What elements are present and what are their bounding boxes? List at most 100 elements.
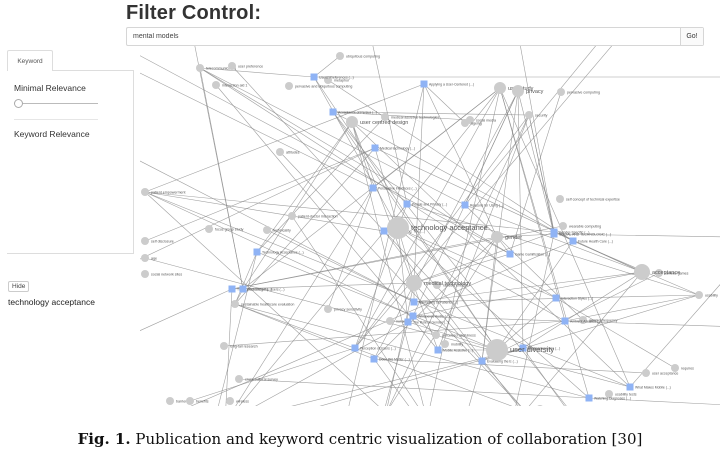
hub-keyword-node[interactable] xyxy=(491,231,503,243)
graph-edge xyxy=(332,111,498,351)
publication-node[interactable] xyxy=(310,73,318,81)
publication-node[interactable] xyxy=(351,344,359,352)
keyword-node[interactable] xyxy=(226,397,234,405)
keyword-node[interactable] xyxy=(285,82,293,90)
publication-node[interactable] xyxy=(420,80,428,88)
publication-node[interactable] xyxy=(380,227,388,235)
graph-edge xyxy=(397,227,566,322)
graph-edge xyxy=(553,231,643,273)
publication-label: Mobile Assistive (...) xyxy=(443,349,473,353)
hub-keyword-node[interactable] xyxy=(494,82,506,94)
panel-divider xyxy=(14,119,98,120)
publication-node[interactable] xyxy=(434,346,442,354)
graph-edge xyxy=(629,284,720,388)
hub-keyword-node[interactable] xyxy=(406,275,422,291)
graph-edge xyxy=(140,72,374,189)
keyword-node[interactable] xyxy=(441,340,449,348)
keyword-node[interactable] xyxy=(525,111,533,119)
search-input[interactable] xyxy=(127,28,680,45)
keyword-node[interactable] xyxy=(263,226,271,234)
keyword-node[interactable] xyxy=(220,342,228,350)
keyword-node[interactable] xyxy=(141,254,149,262)
keyword-node[interactable] xyxy=(196,64,204,72)
keyword-node[interactable] xyxy=(432,331,440,339)
publication-node[interactable] xyxy=(239,285,247,293)
publication-node[interactable] xyxy=(404,318,412,326)
publication-node[interactable] xyxy=(329,108,337,116)
tab-keyword[interactable]: Keyword xyxy=(7,50,53,71)
keyword-label: barriers xyxy=(176,400,188,404)
keyword-node[interactable] xyxy=(288,212,296,220)
hub-keyword-node[interactable] xyxy=(512,85,524,97)
keyword-node[interactable] xyxy=(276,148,284,156)
hub-keyword-node[interactable] xyxy=(387,217,409,239)
publication-node[interactable] xyxy=(552,294,560,302)
keyword-node[interactable] xyxy=(386,317,394,325)
keyword-node[interactable] xyxy=(433,281,441,289)
publication-node[interactable] xyxy=(370,355,378,363)
keyword-node[interactable] xyxy=(671,364,679,372)
keyword-node[interactable] xyxy=(336,52,344,60)
keyword-node[interactable] xyxy=(461,119,469,127)
graph-edge xyxy=(387,282,415,406)
keyword-node[interactable] xyxy=(695,291,703,299)
graph-edge xyxy=(242,121,353,290)
publication-node[interactable] xyxy=(569,237,577,245)
keyword-node[interactable] xyxy=(605,390,613,398)
graph-edge xyxy=(555,297,676,369)
keyword-node[interactable] xyxy=(642,369,650,377)
keyword-node[interactable] xyxy=(536,405,544,406)
publication-node[interactable] xyxy=(626,383,634,391)
publication-node[interactable] xyxy=(403,200,411,208)
publication-node[interactable] xyxy=(561,317,569,325)
graph-edge xyxy=(332,111,567,406)
graph-edge xyxy=(319,347,524,406)
keyword-label: patient empowerment xyxy=(151,191,186,195)
keyword-label: wearable computing xyxy=(569,225,601,229)
publication-node[interactable] xyxy=(410,298,418,306)
publication-node[interactable] xyxy=(461,201,469,209)
keyword-node[interactable] xyxy=(228,62,236,70)
keyword-node[interactable] xyxy=(141,188,149,196)
publication-label: Acceptance of Persua (...) xyxy=(338,111,377,115)
keyword-node[interactable] xyxy=(141,270,149,278)
publication-node[interactable] xyxy=(478,357,486,365)
keyword-node[interactable] xyxy=(186,397,194,405)
hub-keyword-node[interactable] xyxy=(346,116,358,128)
keyword-node[interactable] xyxy=(324,305,332,313)
keyword-node[interactable] xyxy=(559,222,567,230)
graph-edge xyxy=(144,147,376,242)
keyword-node[interactable] xyxy=(166,397,174,405)
publication-node[interactable] xyxy=(519,344,527,352)
publication-label: Navigating to Patients (...) xyxy=(419,301,458,305)
publication-node[interactable] xyxy=(371,144,379,152)
keyword-node[interactable] xyxy=(557,88,565,96)
keyword-node[interactable] xyxy=(205,225,213,233)
minimal-relevance-slider-handle[interactable] xyxy=(14,99,23,108)
publication-node[interactable] xyxy=(585,394,593,402)
edges xyxy=(140,46,720,406)
publication-node[interactable] xyxy=(228,285,236,293)
publication-node[interactable] xyxy=(253,248,261,256)
keyword-node[interactable] xyxy=(556,195,564,203)
keyword-label: cross-cultural survey xyxy=(245,378,278,382)
hub-keyword-node[interactable] xyxy=(634,264,650,280)
go-button[interactable]: Go! xyxy=(680,28,703,45)
keyword-node[interactable] xyxy=(655,269,663,277)
keyword-node[interactable] xyxy=(141,237,149,245)
publication-node[interactable] xyxy=(550,228,558,236)
publication-node[interactable] xyxy=(369,184,377,192)
keyword-node[interactable] xyxy=(579,316,587,324)
keyword-node[interactable] xyxy=(324,76,332,84)
publication-node[interactable] xyxy=(409,312,417,320)
publication-node[interactable] xyxy=(506,250,514,258)
hide-button[interactable]: Hide xyxy=(8,281,30,292)
keyword-node[interactable] xyxy=(235,375,243,383)
graph-edge xyxy=(372,46,408,205)
keyword-node[interactable] xyxy=(231,300,239,308)
keyword-node[interactable] xyxy=(212,81,220,89)
minimal-relevance-slider-track[interactable] xyxy=(14,103,98,104)
hub-keyword-node[interactable] xyxy=(486,339,508,361)
keyword-node[interactable] xyxy=(381,113,389,121)
